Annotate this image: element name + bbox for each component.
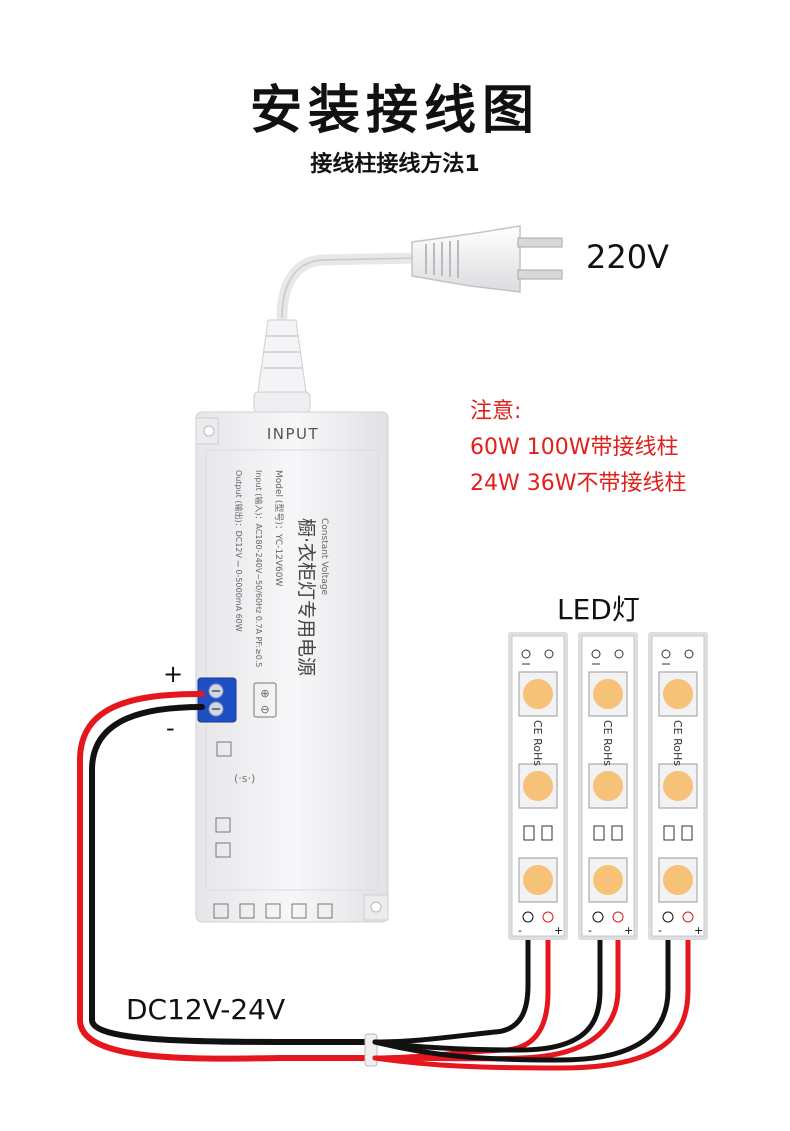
- strip-marking: CE RoHs: [531, 720, 544, 766]
- mount-hole: [661, 649, 671, 659]
- led-strip-3: CE RoHs - +: [648, 632, 708, 940]
- resistor: [663, 825, 675, 841]
- led-chip: [523, 771, 553, 801]
- led-chip: [593, 679, 623, 709]
- resistor: [523, 825, 535, 841]
- output-terminal-block: [197, 677, 237, 723]
- led-chip: [523, 865, 553, 895]
- strip-marking: CE RoHs: [601, 720, 614, 766]
- splice-connector: [364, 1033, 378, 1067]
- led-strip-2: CE RoHs - +: [578, 632, 638, 940]
- mount-hole: [544, 649, 554, 659]
- pad-minus-label: -: [658, 924, 662, 937]
- resistor: [611, 825, 623, 841]
- power-supply-unit: INPUT 橱·衣柜灯专用电源 Constant Voltage Model (…: [195, 411, 389, 923]
- led-strip-1: CE RoHs - +: [508, 632, 568, 940]
- wire-black-strip-2: [372, 922, 603, 1053]
- solder-pad-minus: [522, 911, 534, 923]
- plug-voltage-label: 220V: [586, 238, 669, 276]
- wire-red-strip-3: [372, 922, 691, 1071]
- pad-plus-label: +: [554, 924, 563, 937]
- led-chip: [523, 679, 553, 709]
- psu-model-line: Model (型号)：YC-12V60W: [273, 470, 284, 587]
- pad-minus-label: -: [518, 924, 522, 937]
- mount-hole: [521, 649, 531, 659]
- pad-minus-label: -: [588, 924, 592, 937]
- svg-text:⊖: ⊖: [260, 703, 269, 716]
- psu-name-cn: 橱·衣柜灯专用电源: [295, 518, 317, 676]
- dc-voltage-label: DC12V-24V: [126, 993, 286, 1026]
- led-label: LED灯: [557, 593, 640, 626]
- notice-heading: 注意:: [470, 399, 522, 424]
- resistor: [541, 825, 553, 841]
- terminal-plus-label: +: [163, 660, 184, 688]
- wire-red-main: [77, 691, 373, 1062]
- pad-plus-label: +: [624, 924, 633, 937]
- resistor: [593, 825, 605, 841]
- notice-line-2: 24W 36W不带接线柱: [470, 471, 687, 496]
- resistor: [681, 825, 693, 841]
- wire-black-strip-1: [372, 922, 531, 1045]
- mount-hole: [591, 649, 601, 659]
- solder-pad-plus: [682, 911, 694, 923]
- terminal-minus-label: -: [166, 714, 175, 742]
- page-title: 安装接线图: [249, 81, 540, 141]
- input-connector: [253, 319, 311, 413]
- solder-pad-minus: [662, 911, 674, 923]
- led-chip: [663, 771, 693, 801]
- solder-pad-plus: [612, 911, 624, 923]
- led-chip: [593, 771, 623, 801]
- mount-hole: [684, 649, 694, 659]
- pad-plus-label: +: [694, 924, 703, 937]
- input-label: INPUT: [267, 425, 319, 443]
- power-cord: [276, 252, 426, 324]
- svg-text:(·s·): (·s·): [234, 772, 255, 785]
- led-chip: [593, 865, 623, 895]
- power-plug: [411, 225, 563, 293]
- wire-black-strip-3: [372, 922, 671, 1063]
- led-chip: [663, 679, 693, 709]
- psu-output-line: Output (输出)：DC12V ⎓ 0-5000mA 60W: [234, 470, 244, 632]
- page-subtitle: 接线柱接线方法1: [310, 152, 480, 177]
- solder-pad-minus: [592, 911, 604, 923]
- svg-text:⊕: ⊕: [260, 687, 269, 700]
- notice-line-1: 60W 100W带接线柱: [470, 435, 679, 460]
- led-chip: [663, 865, 693, 895]
- certification-symbols: (·s·): [213, 741, 333, 919]
- mount-hole: [614, 649, 624, 659]
- wire-black-main: [89, 704, 373, 1045]
- notice-box: 注意: 60W 100W带接线柱 24W 36W不带接线柱: [470, 394, 687, 502]
- strip-marking: CE RoHs: [671, 720, 684, 766]
- solder-pad-plus: [542, 911, 554, 923]
- psu-name-en: Constant Voltage: [319, 518, 329, 596]
- psu-input-line: Input (输入)：AC180-240V~50/60Hz 0.7A PF:≥0…: [254, 470, 264, 668]
